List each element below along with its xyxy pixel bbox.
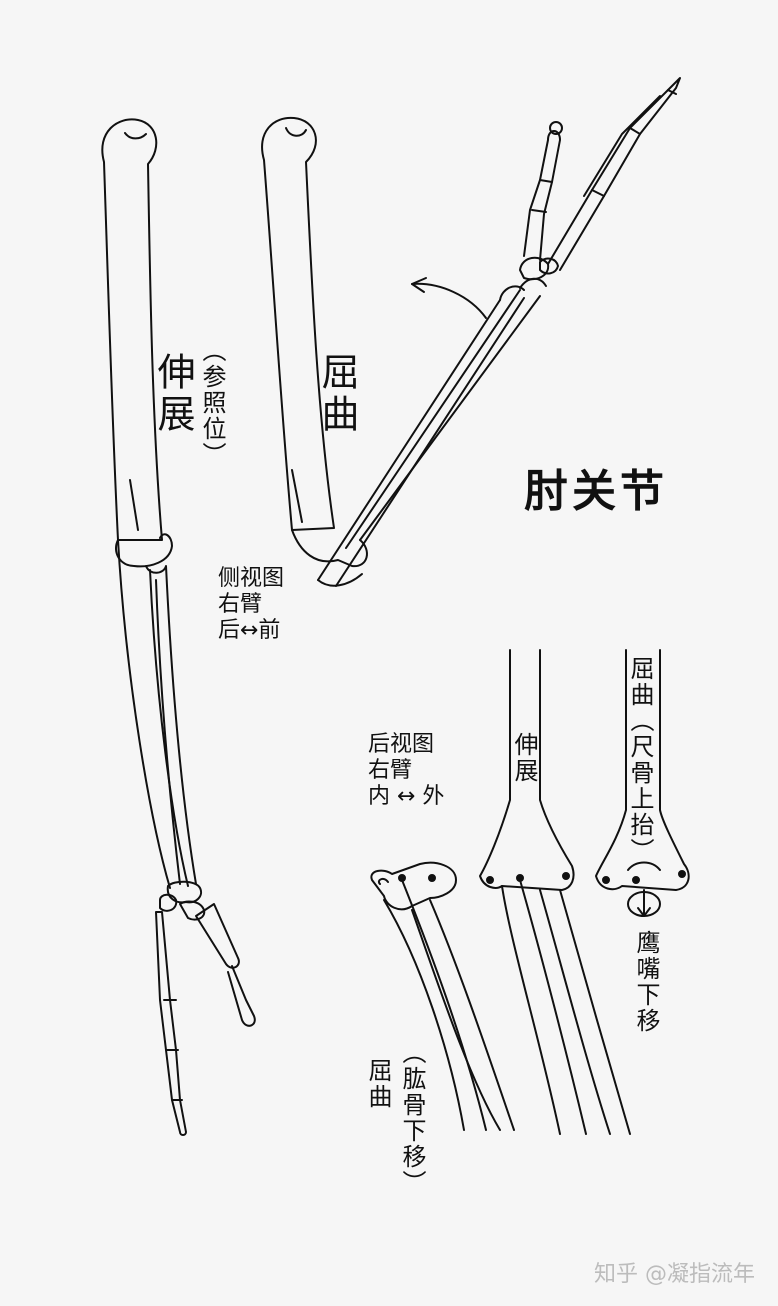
humerus-down-label: （肱骨下移） (400, 1040, 424, 1196)
flexion-label: 屈曲 (318, 352, 356, 436)
ulna-lift-label: 屈曲（尺骨上抬） (628, 656, 652, 864)
back-view-line3: 内 ↔ 外 (368, 784, 444, 810)
side-view-line1: 侧视图 (218, 566, 284, 592)
page-title: 肘关节 (524, 470, 668, 514)
extension-label: 伸展 (154, 352, 192, 436)
reference-position-note: （参照位） (200, 338, 224, 468)
flexion-bottom-label: 屈曲 (366, 1058, 390, 1110)
back-view-caption: 后视图 右臂 内 ↔ 外 (368, 732, 444, 810)
back-view-line2: 右臂 (368, 758, 444, 784)
side-view-line3: 后↔前 (218, 618, 284, 644)
back-extension-label: 伸展 (512, 732, 536, 784)
side-view-line2: 右臂 (218, 592, 284, 618)
back-view-flexion-drawing (371, 863, 514, 1130)
back-view-extension-drawing (480, 650, 630, 1134)
watermark: 知乎 @凝指流年 (594, 1264, 755, 1286)
olecranon-label: 鹰嘴下移 (634, 930, 658, 1034)
back-view-line1: 后视图 (368, 732, 444, 758)
side-view-caption: 侧视图 右臂 后↔前 (218, 566, 284, 644)
